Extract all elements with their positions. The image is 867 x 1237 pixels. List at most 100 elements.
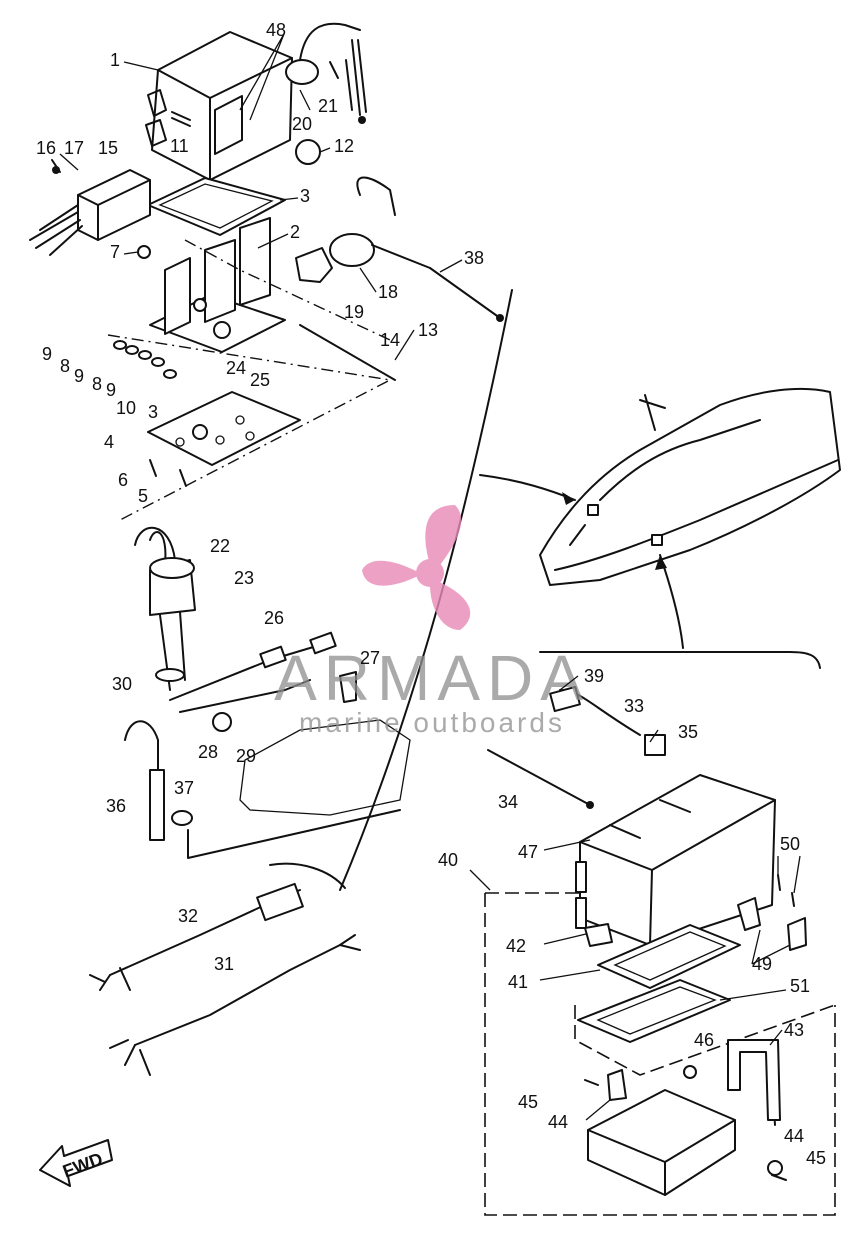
terminal-35 bbox=[644, 734, 666, 756]
part-label-28: 28 bbox=[198, 742, 218, 762]
part-label-9: 9 bbox=[74, 366, 84, 386]
holder-19 bbox=[295, 247, 333, 283]
part-label-4: 4 bbox=[104, 432, 114, 452]
electric-box-15 bbox=[29, 159, 151, 256]
part-label-43: 43 bbox=[784, 1020, 804, 1040]
battery-tray bbox=[587, 1089, 736, 1196]
part-label-22: 22 bbox=[210, 536, 230, 556]
nut-46 bbox=[683, 1065, 697, 1079]
bolts-50 bbox=[777, 874, 795, 907]
bracket-2 bbox=[149, 217, 286, 353]
part-label-41: 41 bbox=[508, 972, 528, 992]
pad-41 bbox=[597, 924, 741, 989]
sensor-36 bbox=[124, 720, 159, 771]
part-label-16: 16 bbox=[36, 138, 56, 158]
part-label-3: 3 bbox=[300, 186, 310, 206]
pointer-arrow-3 bbox=[569, 524, 586, 546]
screw-7 bbox=[137, 245, 151, 259]
part-label-12: 12 bbox=[334, 136, 354, 156]
battery-47 bbox=[575, 774, 776, 946]
wire-38 bbox=[429, 267, 501, 319]
part-label-7: 7 bbox=[110, 242, 120, 262]
part-label-51: 51 bbox=[790, 976, 810, 996]
part-label-42: 42 bbox=[506, 936, 526, 956]
wire-13 bbox=[299, 324, 396, 381]
part-label-15: 15 bbox=[98, 138, 118, 158]
wire-harness-32 bbox=[89, 862, 346, 991]
fwd-label: FWD bbox=[60, 1149, 105, 1182]
part-label-33: 33 bbox=[624, 696, 644, 716]
pad-51 bbox=[577, 979, 731, 1043]
part-label-45: 45 bbox=[806, 1148, 826, 1168]
part-label-27: 27 bbox=[360, 648, 380, 668]
watermark: ARMADA marine outboards bbox=[274, 505, 590, 738]
engine-outline bbox=[239, 719, 411, 816]
fwd-arrow bbox=[39, 1139, 113, 1187]
part-label-10: 10 bbox=[116, 398, 136, 418]
battery-cable-34 bbox=[487, 749, 591, 806]
part-label-38: 38 bbox=[464, 248, 484, 268]
part-label-47: 47 bbox=[518, 842, 538, 862]
part-label-21: 21 bbox=[318, 96, 338, 116]
part-label-45: 45 bbox=[518, 1092, 538, 1112]
grommet-29 bbox=[212, 712, 232, 732]
part-label-9: 9 bbox=[106, 380, 116, 400]
relay-18 bbox=[329, 176, 431, 269]
part-label-34: 34 bbox=[498, 792, 518, 812]
group-40-outline bbox=[484, 893, 836, 1216]
part-label-1: 1 bbox=[110, 50, 120, 70]
watermark-tagline: marine outboards bbox=[299, 707, 565, 738]
part-label-19: 19 bbox=[344, 302, 364, 322]
pointer-arrow bbox=[479, 474, 576, 501]
part-label-44: 44 bbox=[784, 1126, 804, 1146]
screws-5-6 bbox=[149, 459, 187, 487]
bracket-line bbox=[187, 809, 401, 859]
cap-12 bbox=[295, 139, 321, 165]
battery-frame-top bbox=[539, 651, 821, 669]
part-label-29: 29 bbox=[236, 746, 256, 766]
part-label-48: 48 bbox=[266, 20, 286, 40]
part-label-2: 2 bbox=[290, 222, 300, 242]
ignition-coil-22 bbox=[134, 526, 196, 616]
part-number-labels: 1 2 3 3 3 4 5 6 7 8 8 9 9 9 10 11 12 13 … bbox=[36, 20, 826, 1168]
watercraft-hull bbox=[539, 387, 841, 586]
clamp-37 bbox=[171, 810, 193, 826]
part-label-8: 8 bbox=[60, 356, 70, 376]
part-label-24: 24 bbox=[226, 358, 246, 378]
part-label-39: 39 bbox=[584, 666, 604, 686]
part-label-20: 20 bbox=[292, 114, 312, 134]
propeller-logo bbox=[362, 505, 471, 630]
holder-44 bbox=[607, 1069, 627, 1101]
part-label-35: 35 bbox=[678, 722, 698, 742]
washers-8-9-10 bbox=[113, 340, 177, 379]
part-label-44: 44 bbox=[548, 1112, 568, 1132]
watermark-brand: ARMADA bbox=[274, 642, 590, 714]
part-label-13: 13 bbox=[418, 320, 438, 340]
switch-panel-4 bbox=[147, 391, 301, 466]
bracket-49 bbox=[737, 897, 807, 951]
part-label-9: 9 bbox=[42, 344, 52, 364]
wire-harness-31 bbox=[109, 934, 361, 1076]
plug-27 bbox=[339, 671, 357, 703]
part-label-14: 14 bbox=[380, 330, 400, 350]
pointer-arrow-2 bbox=[659, 554, 684, 649]
part-label-26: 26 bbox=[264, 608, 284, 628]
part-label-50: 50 bbox=[780, 834, 800, 854]
part-label-37: 37 bbox=[174, 778, 194, 798]
part-label-36: 36 bbox=[106, 796, 126, 816]
part-label-6: 6 bbox=[118, 470, 128, 490]
part-label-49: 49 bbox=[752, 954, 772, 974]
reference-curve bbox=[339, 289, 513, 891]
wire-harness-20 bbox=[285, 22, 367, 124]
part-label-46: 46 bbox=[694, 1030, 714, 1050]
part-label-11: 11 bbox=[170, 136, 189, 156]
part-label-40: 40 bbox=[438, 850, 458, 870]
part-label-25: 25 bbox=[250, 370, 270, 390]
part-label-3: 3 bbox=[148, 402, 158, 422]
leader-lines bbox=[59, 33, 801, 1121]
pad-42 bbox=[584, 923, 613, 947]
part-label-32: 32 bbox=[178, 906, 198, 926]
part-label-5: 5 bbox=[138, 486, 148, 506]
part-label-31: 31 bbox=[214, 954, 234, 974]
